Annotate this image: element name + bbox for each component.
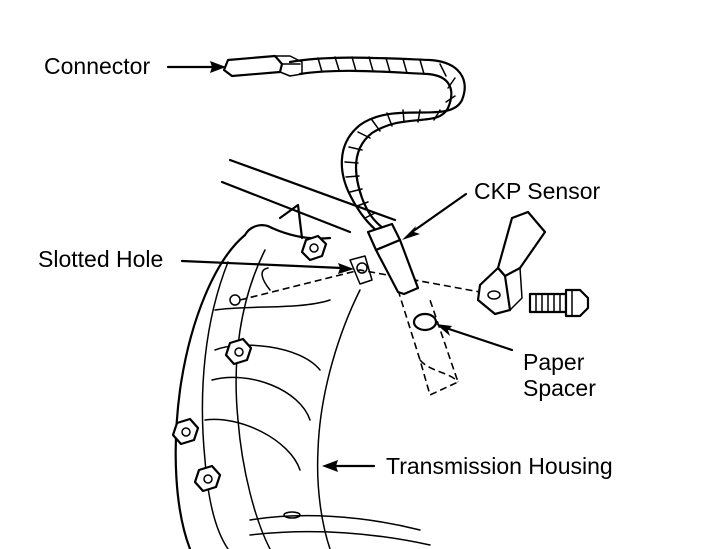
label-paper-spacer-line1: Paper: [523, 349, 585, 375]
bolt-3: [171, 417, 200, 446]
transmission-housing: [174, 224, 431, 549]
sensor-bracket: [476, 210, 547, 316]
transmission-housing-arrow: [322, 460, 376, 472]
paper-spacer-arrow: [436, 324, 514, 352]
connector: [222, 54, 303, 78]
label-paper-spacer-line2: Spacer: [523, 375, 596, 401]
slotted-hole-arrow: [180, 259, 354, 274]
bolt-1: [300, 234, 328, 262]
label-transmission-housing: Transmission Housing: [386, 453, 613, 479]
label-ckp-sensor: CKP Sensor: [474, 178, 601, 204]
alignment-guides: [239, 269, 481, 397]
ckp-sensor-body: [349, 222, 420, 296]
label-connector: Connector: [44, 53, 151, 79]
label-slotted-hole: Slotted Hole: [38, 246, 164, 272]
bolt-4: [193, 464, 222, 493]
connector-arrow: [166, 61, 226, 73]
paper-spacer: [412, 312, 438, 332]
ckp-sensor-arrow: [402, 192, 468, 240]
bracket-bolt: [528, 288, 590, 318]
leader-lines: [166, 61, 514, 472]
bolt-2: [224, 337, 253, 366]
housing-bolts: [171, 234, 328, 493]
sensor-cable: [288, 56, 466, 234]
mounting-plate: [220, 158, 397, 240]
